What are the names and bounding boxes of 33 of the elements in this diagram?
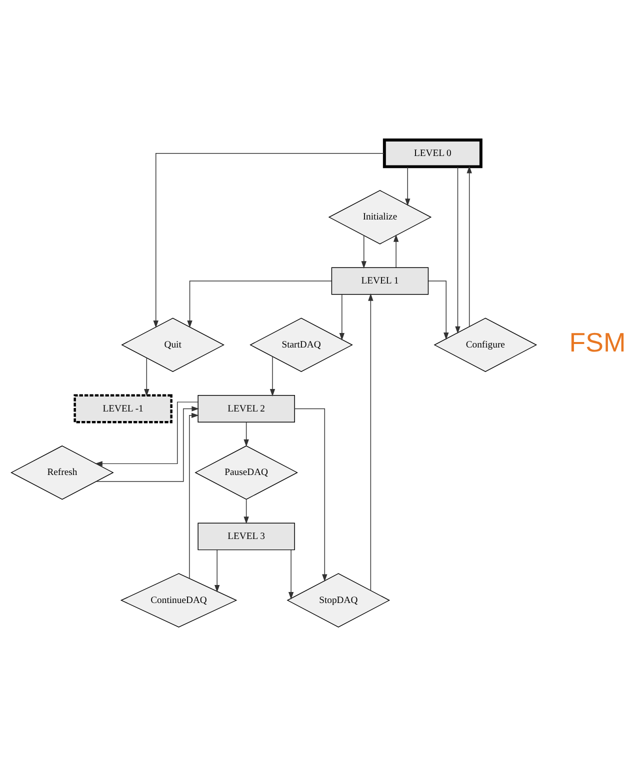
arrow [244, 422, 249, 447]
arrow [361, 235, 366, 269]
arrow [288, 550, 294, 600]
arrow [153, 152, 385, 328]
node-diamond: Initialize [328, 190, 432, 244]
node-diamond: Quit [121, 318, 224, 372]
arrow [189, 412, 199, 579]
node-diamond: StartDAQ [250, 318, 353, 372]
arrow [466, 166, 472, 327]
arrow [339, 294, 345, 340]
arrow [187, 280, 332, 328]
node-box: LEVEL 3 [198, 522, 295, 550]
node-diamond: Configure [434, 318, 538, 372]
node-diamond: Refresh [10, 445, 114, 500]
arrow [368, 293, 374, 591]
arrow [214, 550, 220, 592]
node-box: LEVEL 0 [382, 138, 482, 168]
arrow [393, 234, 399, 268]
arrow [95, 402, 198, 466]
node-box: LEVEL -1 [74, 394, 172, 424]
arrow [96, 406, 200, 482]
arrow [144, 358, 150, 396]
arrow [428, 280, 449, 340]
node-box: LEVEL 2 [198, 395, 295, 422]
arrow [455, 166, 460, 334]
arrow [244, 499, 249, 524]
node-diamond: PauseDAQ [194, 445, 298, 500]
arrow [294, 408, 328, 582]
arrow [405, 166, 410, 206]
arrow [270, 356, 276, 396]
node-box: LEVEL 1 [331, 267, 429, 295]
label: FSM [569, 327, 626, 358]
node-diamond: ContinueDAQ [120, 573, 238, 628]
